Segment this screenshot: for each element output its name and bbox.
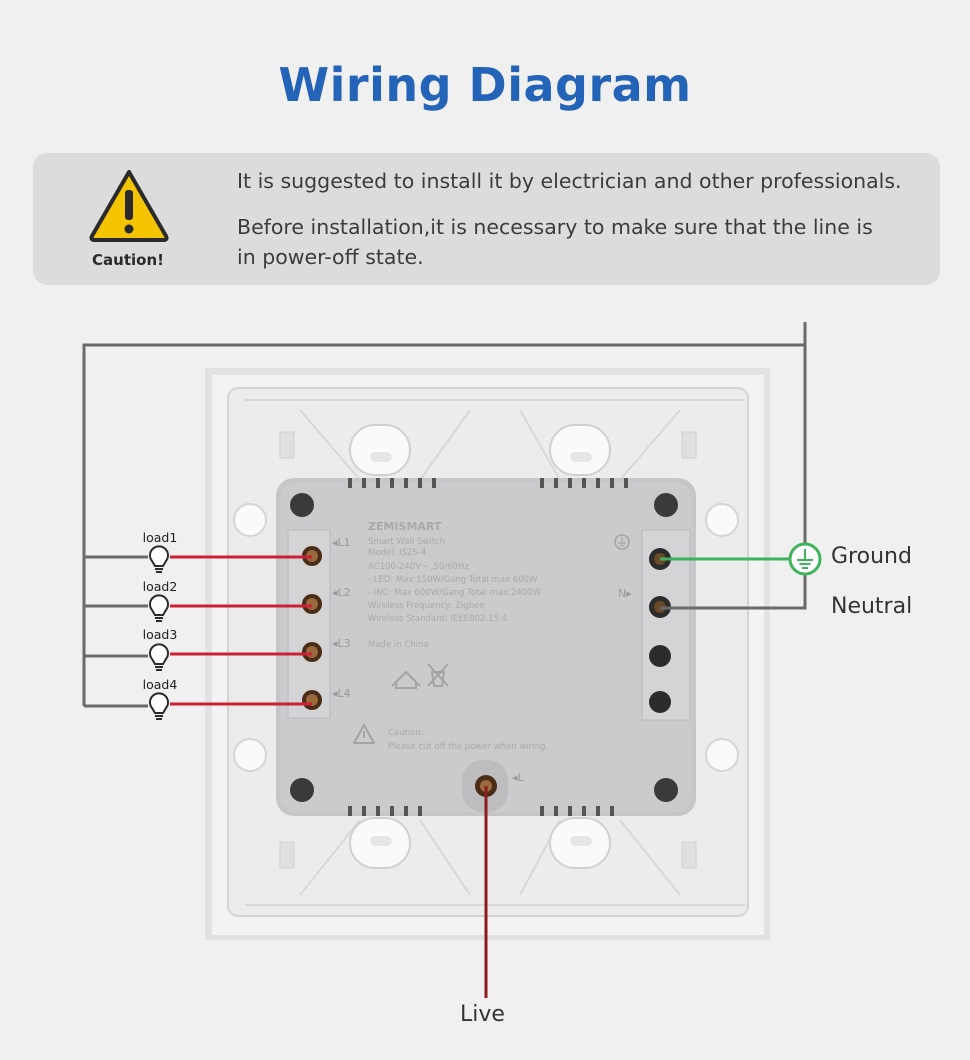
ground-icon xyxy=(797,549,813,569)
terminal-label-l1: ◂L1 xyxy=(332,536,351,549)
terminal-label-l4: ◂L4 xyxy=(332,687,351,700)
bulb-icon xyxy=(149,545,169,573)
device-caution-text: Please cut off the power when wiring. xyxy=(388,742,548,752)
caution-note-professional: It is suggested to install it by electri… xyxy=(237,169,902,193)
ground-symbol-emboss xyxy=(614,534,630,550)
device-line-2: Model: IS2S-4 xyxy=(368,548,426,558)
bulb-icon xyxy=(149,643,169,671)
load-label-1: load1 xyxy=(142,530,178,545)
terminal-label-l3: ◂L3 xyxy=(332,637,351,650)
caution-panel: Caution! It is suggested to install it b… xyxy=(33,153,940,285)
terminal-label-live: ◂L xyxy=(512,771,525,784)
weee-bin-icon xyxy=(427,663,449,687)
device-caution-title: Caution: xyxy=(388,728,424,738)
live-label: Live xyxy=(460,1002,505,1027)
switch-module: ZEMISMART Smart Wall Switch Model: IS2S-… xyxy=(276,478,696,816)
house-icon xyxy=(391,670,421,689)
caution-label: Caution! xyxy=(92,251,164,269)
load-wires xyxy=(170,555,312,706)
bulb-icon xyxy=(149,692,169,720)
device-warning-icon xyxy=(353,724,375,744)
caution-note-power-off: Before installation,it is necessary to m… xyxy=(237,215,873,269)
load-label-2: load2 xyxy=(142,579,178,594)
load-label-4: load4 xyxy=(142,677,178,692)
neutral-label: Neutral xyxy=(831,594,913,619)
page-title: Wiring Diagram xyxy=(278,58,692,112)
device-line-5: - INC: Max 600W/Gang Total max 2400W xyxy=(368,588,542,598)
bulb-icon xyxy=(149,594,169,622)
neutral-wire xyxy=(82,322,807,708)
device-line-3: AC100-240V~ ,50/60Hz xyxy=(368,562,469,572)
device-line-4: - LED: Max 150W/Gang Total max 600W xyxy=(368,575,538,585)
ground-label: Ground xyxy=(831,544,912,569)
warning-icon xyxy=(89,170,169,242)
terminal-label-l2: ◂L2 xyxy=(332,586,351,599)
device-line-7: Wireless Standard: IEEE802.15.4 xyxy=(368,614,507,624)
device-origin: Made in China xyxy=(368,640,429,650)
device-brand: ZEMISMART xyxy=(368,520,442,533)
load-label-3: load3 xyxy=(142,627,178,642)
bulb-icons xyxy=(149,545,169,720)
device-line-6: Wireless Frequency: Zigbee xyxy=(368,601,485,611)
device-line-1: Smart Wall Switch xyxy=(368,537,445,547)
ground-wire xyxy=(660,542,822,576)
terminal-label-neutral: N▸ xyxy=(618,587,632,600)
